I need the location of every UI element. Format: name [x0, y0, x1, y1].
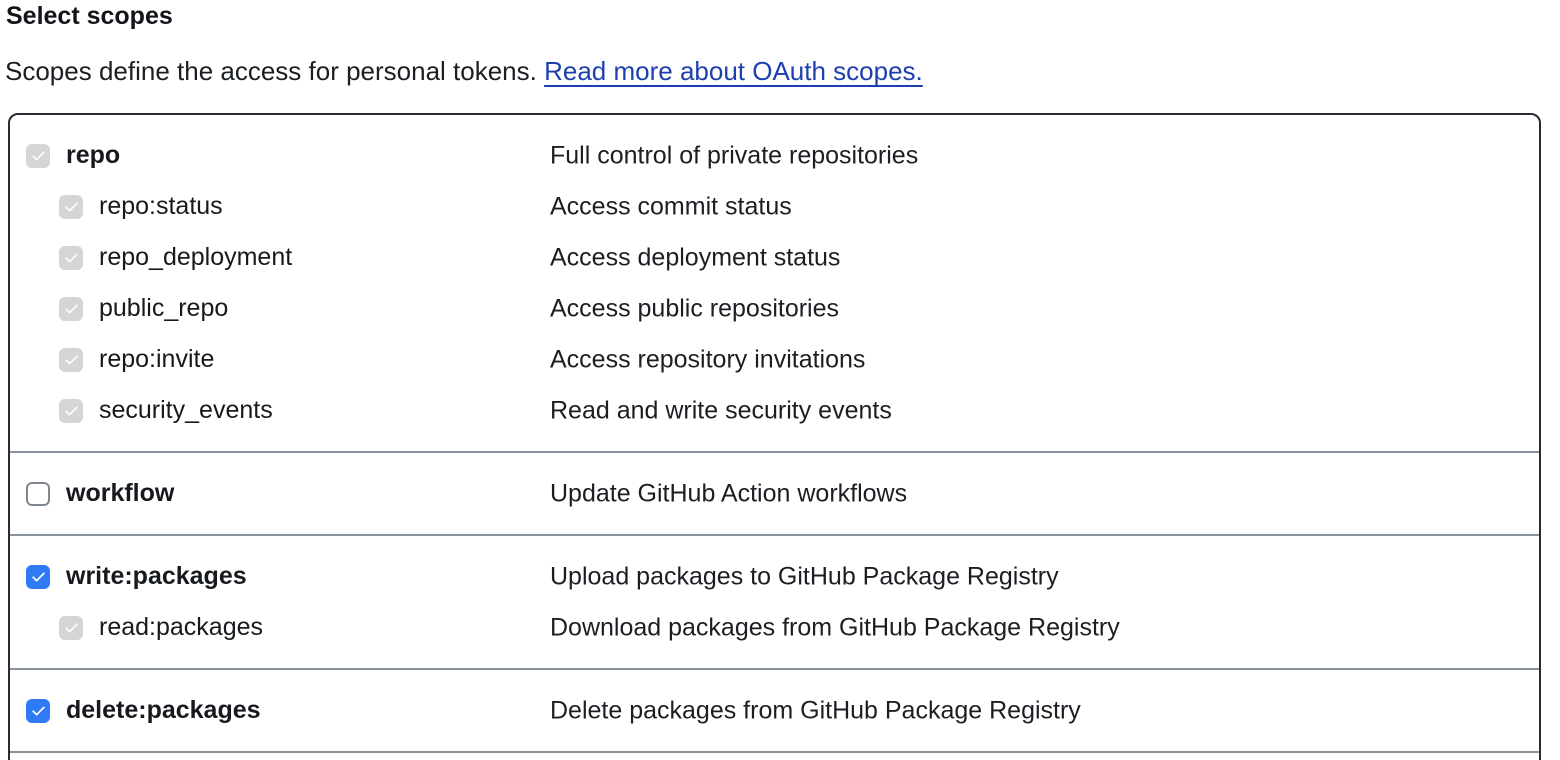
scope-group-partial [10, 751, 1539, 760]
checkbox-checked [59, 194, 83, 219]
checkbox-checked [59, 398, 83, 423]
scope-name: security_events [99, 396, 273, 424]
scope-name: read:packages [99, 613, 264, 641]
scope-description: Delete packages from GitHub Package Regi… [550, 696, 1081, 724]
scope-group: delete:packages Delete packages from GitH… [10, 668, 1539, 751]
scope-name[interactable]: delete:packages [66, 696, 261, 724]
scope-description: Access commit status [550, 192, 792, 220]
checkbox-checked[interactable] [26, 698, 50, 723]
scope-description: Read and write security events [550, 396, 892, 424]
checkmark-icon [65, 355, 78, 364]
scope-row-read-packages: read:packages Download packages from GitH… [10, 602, 1539, 653]
checkmark-icon [32, 151, 45, 160]
scope-row-write-packages: write:packages Upload packages to GitHub … [10, 551, 1539, 602]
scope-name: repo_deployment [99, 243, 293, 271]
scope-description: Access public repositories [550, 294, 840, 322]
scope-name: repo [66, 141, 121, 169]
scope-row-repo: repo Full control of private repositories [10, 130, 1539, 181]
checkmark-icon [32, 572, 45, 581]
checkmark-icon [65, 253, 78, 262]
scope-row-delete-packages: delete:packages Delete packages from GitH… [10, 685, 1539, 736]
scope-row-repo-status: repo:status Access commit status [10, 181, 1539, 232]
page-title: Select scopes [6, 2, 173, 30]
scope-name[interactable]: workflow [66, 479, 175, 507]
scope-row-repo-deployment: repo_deployment Access deployment status [10, 232, 1539, 283]
checkbox-checked [59, 296, 83, 321]
checkmark-icon [65, 202, 78, 211]
checkmark-icon [65, 304, 78, 313]
scope-name[interactable]: write:packages [66, 562, 247, 590]
scope-name: repo:invite [99, 345, 215, 373]
scope-description: Upload packages to GitHub Package Regist… [550, 562, 1059, 590]
checkmark-icon [65, 406, 78, 415]
scope-name: repo:status [99, 192, 223, 220]
checkmark-icon [65, 623, 78, 632]
scope-description: Update GitHub Action workflows [550, 479, 908, 507]
scopes-description-text: Scopes define the access for personal to… [5, 56, 537, 86]
checkmark-icon [32, 706, 45, 715]
scope-name: public_repo [99, 294, 229, 322]
scope-description: Download packages from GitHub Package Re… [550, 613, 1120, 641]
scope-description: Access repository invitations [550, 345, 866, 373]
scope-group: repo Full control of private repositories… [10, 115, 1539, 451]
checkbox-checked [26, 143, 50, 168]
checkbox-unchecked[interactable] [26, 481, 50, 506]
scope-row-workflow: workflow Update GitHub Action workflows [10, 468, 1539, 519]
scopes-description: Scopes define the access for personal to… [5, 56, 923, 87]
scope-description: Full control of private repositories [550, 141, 919, 169]
scope-row-repo-invite: repo:invite Access repository invitations [10, 334, 1539, 385]
oauth-scopes-link[interactable]: Read more about OAuth scopes. [544, 56, 923, 86]
scope-description: Access deployment status [550, 243, 841, 271]
scopes-list: repo Full control of private repositories… [8, 113, 1541, 760]
checkbox-checked[interactable] [26, 564, 50, 589]
scope-group: workflow Update GitHub Action workflows [10, 451, 1539, 534]
scope-row-security-events: security_events Read and write security e… [10, 385, 1539, 436]
scope-row-public-repo: public_repo Access public repositories [10, 283, 1539, 334]
checkbox-checked [59, 615, 83, 640]
checkbox-checked [59, 347, 83, 372]
scope-group: write:packages Upload packages to GitHub … [10, 534, 1539, 668]
checkbox-checked [59, 245, 83, 270]
